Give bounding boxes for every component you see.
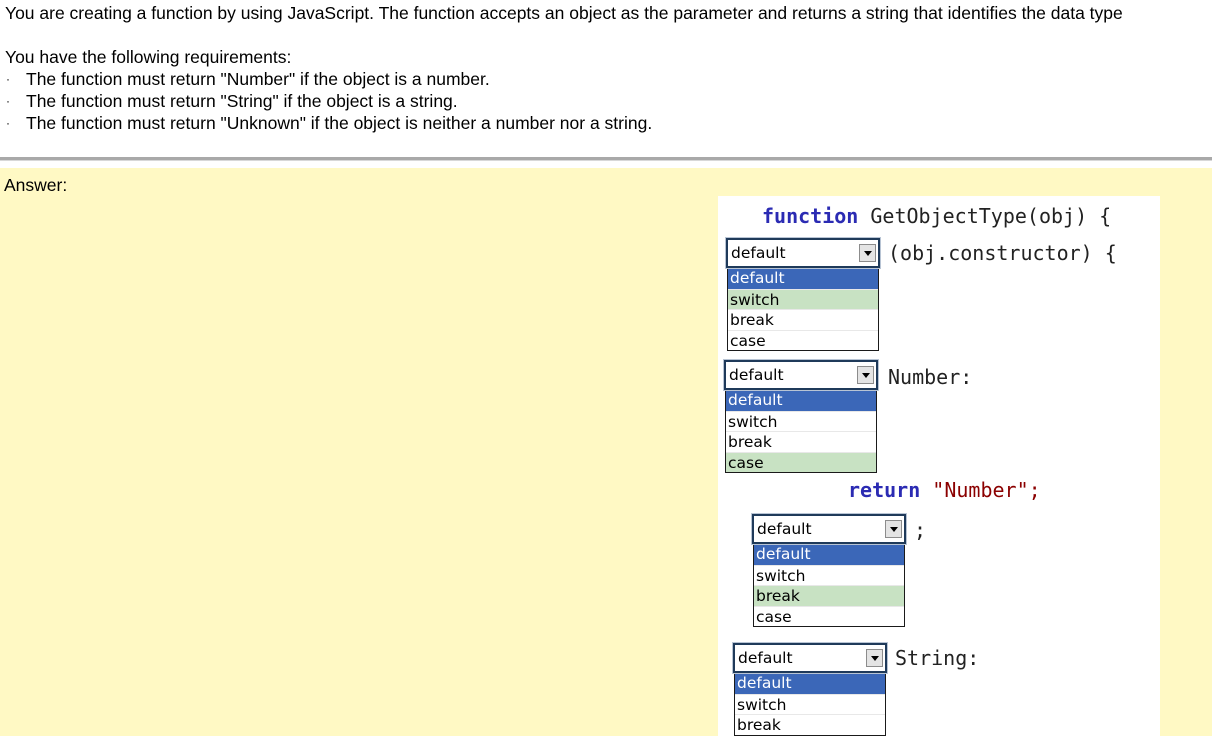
chevron-down-icon[interactable] — [857, 366, 874, 384]
divider — [0, 157, 1212, 160]
dropdown-option[interactable]: switch — [726, 410, 876, 432]
dropdown-select[interactable]: default — [726, 238, 880, 268]
answer-dropdown-1[interactable]: default default switch break case — [726, 238, 880, 351]
code-line-string-case: String: — [895, 646, 980, 670]
code-line-return-number: return "Number"; — [848, 478, 1041, 502]
dropdown-select[interactable]: default — [752, 514, 906, 544]
dropdown-option[interactable]: break — [728, 309, 878, 330]
dropdown-options: default switch break case — [727, 268, 879, 351]
code-line-function: function GetObjectType(obj) { — [762, 204, 1112, 228]
dropdown-option[interactable]: case — [754, 605, 904, 627]
bullet-icon: · — [6, 72, 10, 86]
dropdown-option[interactable]: break — [754, 585, 904, 606]
dropdown-value: default — [738, 649, 793, 667]
requirements-heading: You have the following requirements: — [5, 47, 292, 67]
question-intro: You are creating a function by using Jav… — [5, 3, 1123, 23]
chevron-down-icon[interactable] — [859, 244, 876, 262]
dropdown-value: default — [729, 366, 784, 384]
answer-dropdown-2[interactable]: default default switch break case — [724, 360, 878, 473]
code-line-number-case: Number: — [888, 365, 973, 389]
requirement-item: ·The function must return "Number" if th… — [6, 69, 490, 89]
requirement-item: ·The function must return "Unknown" if t… — [6, 113, 653, 133]
code-line-semicolon: ; — [914, 518, 927, 542]
dropdown-option[interactable]: default — [726, 390, 876, 411]
divider — [0, 160, 1212, 161]
dropdown-option[interactable]: switch — [735, 693, 885, 715]
dropdown-options: default switch break case — [725, 390, 877, 473]
dropdown-option[interactable]: default — [735, 673, 885, 694]
chevron-down-icon[interactable] — [866, 649, 883, 667]
answer-label: Answer: — [4, 175, 68, 195]
dropdown-option[interactable]: break — [726, 431, 876, 452]
dropdown-options: default switch break case — [753, 544, 905, 627]
dropdown-option[interactable]: case — [728, 329, 878, 351]
answer-dropdown-3[interactable]: default default switch break case — [752, 514, 906, 627]
dropdown-option[interactable]: switch — [728, 288, 878, 309]
dropdown-value: default — [731, 244, 786, 262]
dropdown-option[interactable]: case — [726, 451, 876, 472]
dropdown-option[interactable]: default — [728, 268, 878, 289]
question-panel: You are creating a function by using Jav… — [0, 0, 1212, 158]
code-line-switch-expr: (obj.constructor) { — [888, 241, 1117, 265]
answer-dropdown-4[interactable]: default default switch break — [733, 643, 887, 736]
dropdown-options: default switch break — [734, 673, 886, 736]
requirement-item: ·The function must return "String" if th… — [6, 91, 458, 111]
bullet-icon: · — [6, 116, 10, 130]
dropdown-value: default — [757, 520, 812, 538]
dropdown-select[interactable]: default — [724, 360, 878, 390]
dropdown-option[interactable]: switch — [754, 564, 904, 586]
dropdown-option[interactable]: default — [754, 544, 904, 565]
dropdown-select[interactable]: default — [733, 643, 887, 673]
dropdown-option[interactable]: break — [735, 714, 885, 735]
bullet-icon: · — [6, 94, 10, 108]
chevron-down-icon[interactable] — [885, 520, 902, 538]
